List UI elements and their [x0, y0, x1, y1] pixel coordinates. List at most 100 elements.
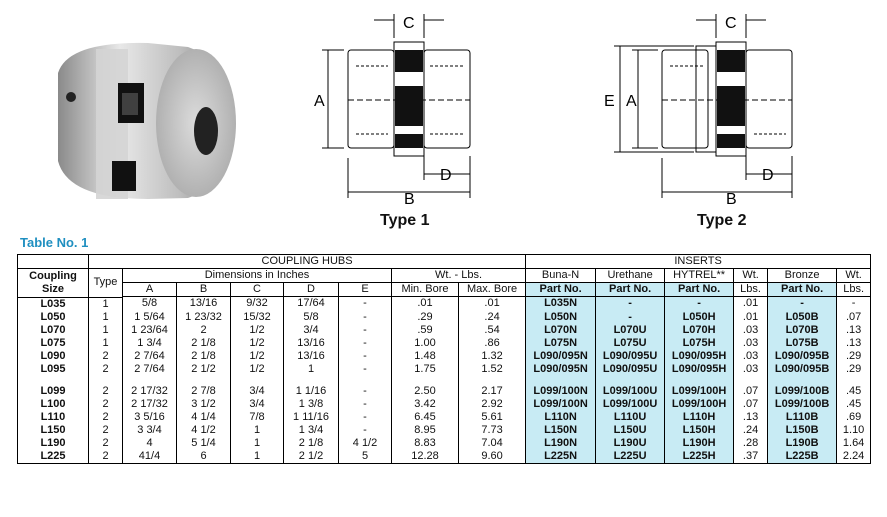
- coupling-spec-table: COUPLING HUBS INSERTS Coupling Size Type…: [17, 254, 872, 464]
- row-spacer: [17, 375, 872, 385]
- table-cell: -: [338, 323, 392, 337]
- table-cell: 1.10: [836, 423, 872, 437]
- table-cell: L225B: [767, 449, 838, 464]
- table-cell: 2.50: [391, 384, 459, 398]
- table-cell: 5/8: [283, 310, 339, 324]
- col-max-bore: Max. Bore: [457, 282, 527, 297]
- table-cell: L099/100U: [595, 397, 666, 411]
- table-cell: 2: [88, 449, 123, 464]
- type2-dim-c: C: [725, 15, 737, 32]
- table-cell: .13: [733, 410, 769, 424]
- type2-dim-d: D: [762, 167, 774, 184]
- table-cell: 13/16: [283, 349, 339, 363]
- table-cell: 2: [88, 362, 123, 376]
- col-part-bronze: Part No.: [767, 282, 838, 297]
- table-cell: 1/2: [230, 349, 284, 363]
- table-cell: .01: [733, 297, 769, 311]
- table-cell: L050B: [767, 310, 838, 324]
- type1-dim-c: C: [403, 15, 415, 32]
- table-cell: 1: [88, 310, 123, 324]
- table-cell: L075N: [525, 336, 597, 350]
- col-type: Type: [88, 268, 123, 298]
- header-row-sub: Coupling Size Type Dimensions in Inches …: [17, 268, 872, 298]
- table-cell: 6.45: [391, 410, 459, 424]
- table-cell: L095: [17, 362, 89, 376]
- table-cell: L035N: [525, 297, 597, 311]
- table-cell: .01: [457, 297, 527, 311]
- table-cell: L150H: [664, 423, 735, 437]
- table-cell: 3/4: [283, 323, 339, 337]
- table-cell: 3/4: [230, 397, 284, 411]
- table-cell: .69: [836, 410, 872, 424]
- table-cell: L070U: [595, 323, 666, 337]
- table-cell: 2.17: [457, 384, 527, 398]
- table-cell: L050N: [525, 310, 597, 324]
- mat-urethane: Urethane: [595, 268, 666, 283]
- table-cell: 2.92: [457, 397, 527, 411]
- table-cell: .29: [391, 310, 459, 324]
- table-cell: -: [338, 423, 392, 437]
- table-cell: L099/100H: [664, 397, 735, 411]
- table-cell: L090/095B: [767, 362, 838, 376]
- table-cell: -: [338, 310, 392, 324]
- table-cell: 1/2: [230, 323, 284, 337]
- mat-hytrel: HYTREL**: [664, 268, 735, 283]
- table-cell: L090: [17, 349, 89, 363]
- table-cell: 1 3/4: [122, 336, 177, 350]
- mat-wt2: Wt.: [836, 268, 872, 283]
- table-cell: L190U: [595, 436, 666, 450]
- table-cell: .54: [457, 323, 527, 337]
- table-cell: 9/32: [230, 297, 284, 311]
- table-cell: L110B: [767, 410, 838, 424]
- type1-dim-d: D: [440, 167, 452, 184]
- table-cell: -: [338, 336, 392, 350]
- table-cell: .01: [733, 310, 769, 324]
- table-cell: L150U: [595, 423, 666, 437]
- table-cell: 8.83: [391, 436, 459, 450]
- table-cell: .13: [836, 323, 872, 337]
- table-cell: 1 5/64: [122, 310, 177, 324]
- table-cell: 2: [88, 384, 123, 398]
- table-cell: .03: [733, 336, 769, 350]
- col-lbs2: Lbs.: [836, 282, 872, 297]
- col-d: D: [283, 282, 339, 297]
- table-cell: 1.48: [391, 349, 459, 363]
- table-cell: L090/095B: [767, 349, 838, 363]
- table-cell: -: [767, 297, 838, 311]
- table-cell: L150B: [767, 423, 838, 437]
- table-cell: 2: [88, 397, 123, 411]
- table-cell: 1.75: [391, 362, 459, 376]
- table-cell: 2 17/32: [122, 384, 177, 398]
- table-cell: 2: [176, 323, 231, 337]
- type2-dim-e: E: [604, 93, 615, 110]
- table-cell: 2 7/64: [122, 362, 177, 376]
- table-cell: 1: [88, 323, 123, 337]
- table-cell: L100: [17, 397, 89, 411]
- type2-label: Type 2: [697, 212, 747, 229]
- mat-wt: Wt.: [733, 268, 769, 283]
- mat-buna: Buna-N: [525, 268, 597, 283]
- table-cell: -: [338, 349, 392, 363]
- table-cell: 2 1/2: [176, 362, 231, 376]
- table-cell: 1: [230, 449, 284, 464]
- table-cell: -: [338, 397, 392, 411]
- table-cell: -: [836, 297, 872, 311]
- table-cell: L099: [17, 384, 89, 398]
- table-cell: .07: [733, 397, 769, 411]
- table-cell: .45: [836, 397, 872, 411]
- table-cell: L090/095H: [664, 349, 735, 363]
- col-part-hytrel: Part No.: [664, 282, 735, 297]
- col-part-urethane: Part No.: [595, 282, 666, 297]
- type1-label: Type 1: [380, 212, 430, 229]
- table-cell: .24: [457, 310, 527, 324]
- table-cell: -: [338, 362, 392, 376]
- mat-bronze: Bronze: [767, 268, 838, 283]
- table-cell: 7/8: [230, 410, 284, 424]
- col-min-bore: Min. Bore: [391, 282, 459, 297]
